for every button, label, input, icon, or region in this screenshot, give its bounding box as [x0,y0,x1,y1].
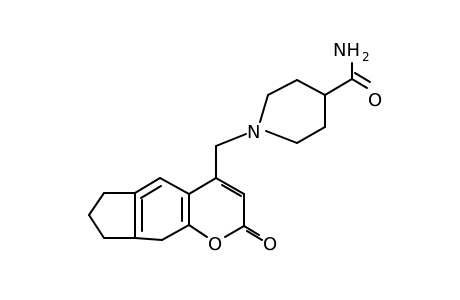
bond [246,230,263,241]
bond [259,94,269,123]
bond-layer [88,62,371,241]
bond [224,225,245,238]
bond [243,225,260,236]
bond [215,177,245,195]
amide-nitrogen-subscript: 2 [362,50,370,64]
bond [161,224,190,241]
bond [265,130,298,144]
bond [296,79,326,96]
bond [324,78,353,96]
bond [140,185,162,199]
bond [188,224,208,238]
bond [159,177,190,195]
amide-nitrogen-label: NH [333,40,360,61]
bond [134,177,161,194]
label-layer: NH 2 O N O O [208,40,382,255]
bond [267,79,298,96]
bond [188,177,217,195]
bond [296,126,326,144]
piperidine-nitrogen-label: N [247,122,260,143]
bond [351,78,368,89]
bond [88,192,105,216]
carbonyl-oxygen-label: O [263,234,277,255]
bond [88,214,105,239]
amide-oxygen-label: O [368,90,382,111]
bond [134,237,163,241]
bond [215,133,247,147]
bond [221,184,242,197]
bond [354,72,371,83]
lactone-oxygen-label: O [208,234,222,255]
